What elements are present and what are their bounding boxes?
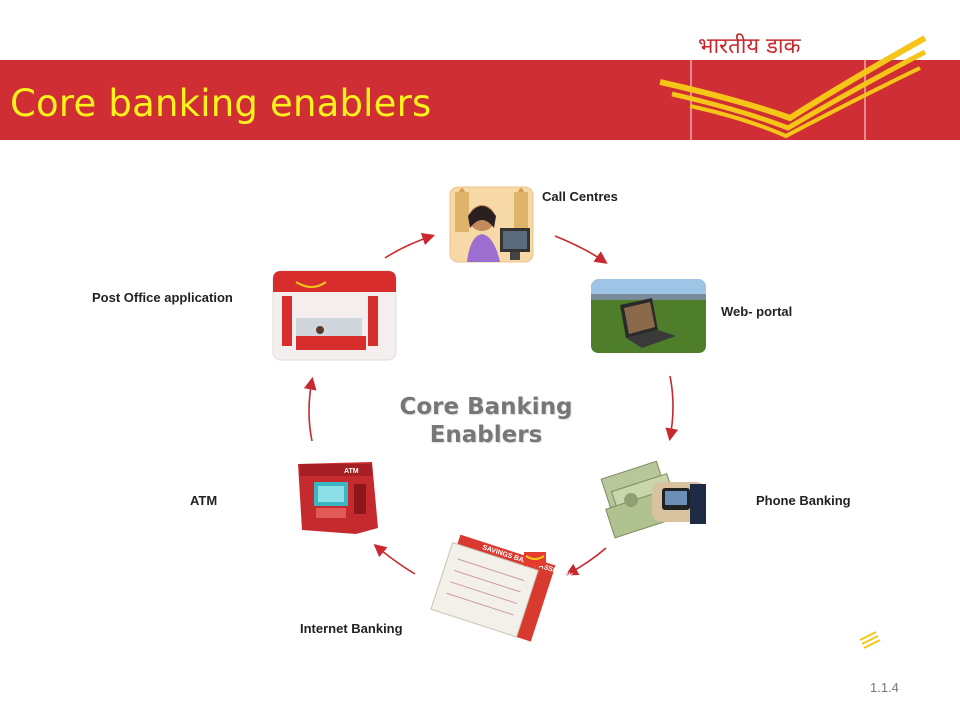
arrow-internetbanking-to-atm [373, 543, 416, 575]
atm-sign-text: ATM [344, 468, 359, 475]
node-label-post-office-application: Post Office application [92, 290, 233, 305]
arrow-atm-to-postoffice [303, 376, 317, 442]
node-label-internet-banking: Internet Banking [300, 621, 403, 636]
cycle-arrows [303, 232, 679, 576]
savings-bank-passbook-icon: SAVINGS BANK PASSBOOK [430, 534, 574, 642]
arrow-callcentres-to-webportal [554, 235, 608, 264]
india-post-logo-icon [659, 35, 927, 139]
india-post-logo-text: भारतीय डाक [698, 34, 801, 59]
center-title-line2: Enablers [429, 422, 543, 448]
call-centre-agent-icon [449, 186, 534, 263]
node-label-atm: ATM [190, 493, 218, 508]
logo-mark-small-icon [859, 631, 881, 649]
slide-number: 1.1.4 [870, 680, 899, 695]
atm-machine-icon: ATM [298, 462, 378, 534]
arrow-phonebanking-to-internetbanking [565, 547, 607, 576]
center-title-line1: Core Banking [399, 394, 573, 420]
phone-with-cash-icon [600, 460, 706, 539]
slide-title: Core banking enablers [10, 82, 432, 125]
laptop-on-grass-icon [591, 279, 706, 353]
post-office-counter-icon [272, 270, 397, 361]
arrow-webportal-to-phonebanking [665, 375, 679, 442]
node-label-web-portal: Web- portal [721, 304, 793, 319]
logo-divider-right [864, 60, 866, 140]
arrow-postoffice-to-callcentres [384, 232, 436, 259]
diagram-center-title: Core Banking Enablers [380, 393, 592, 449]
node-label-call-centres: Call Centres [542, 189, 618, 204]
node-label-phone-banking: Phone Banking [756, 493, 851, 508]
